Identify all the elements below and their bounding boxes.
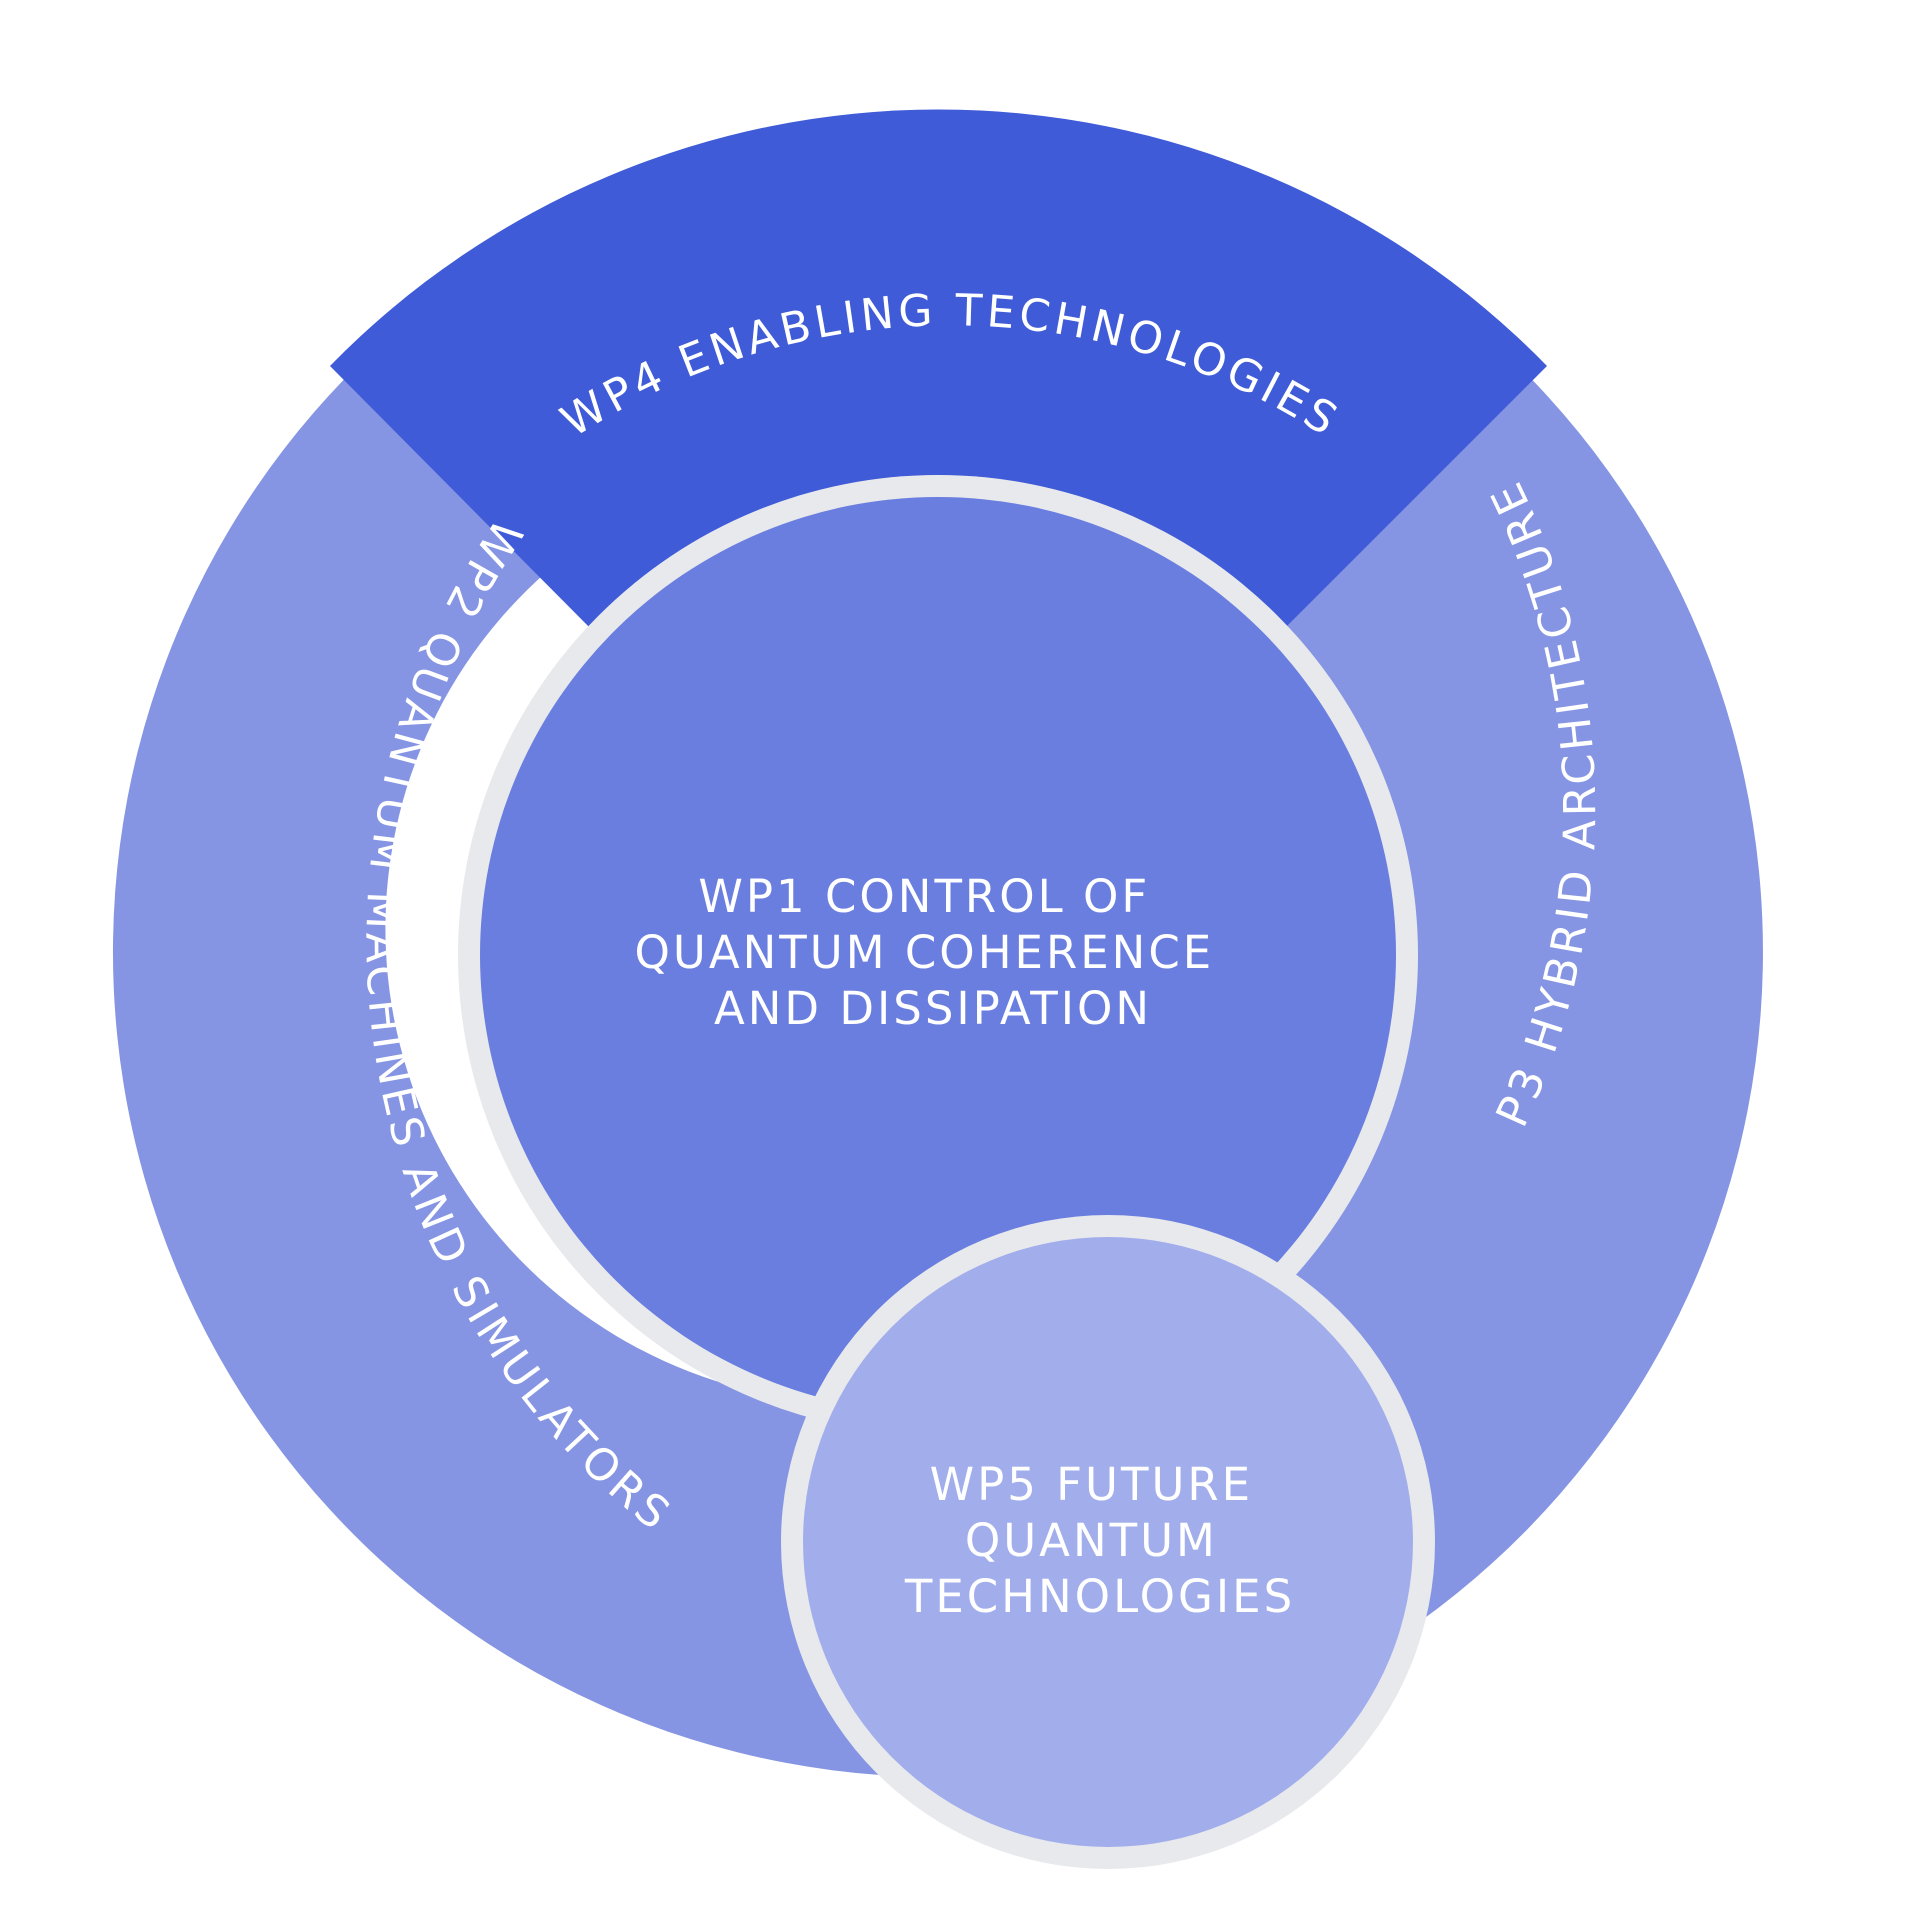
wp1-label: WP1 CONTROL OF QUANTUM COHERENCE AND DIS… — [635, 870, 1232, 1035]
wp5-label: WP5 FUTURE QUANTUM TECHNOLOGIES — [904, 1458, 1295, 1623]
wp1-label-line-2: QUANTUM COHERENCE — [635, 926, 1215, 979]
wp4-sector — [330, 109, 1547, 640]
wp1-label-line-1: WP1 CONTROL OF — [698, 870, 1150, 923]
wp5-circle — [803, 1237, 1413, 1847]
wp5-label-line-3: TECHNOLOGIES — [904, 1570, 1295, 1623]
wp1-circle — [480, 497, 1396, 1413]
wp5-label-line-1: WP5 FUTURE — [930, 1458, 1254, 1511]
wp1-label-line-3: AND DISSIPATION — [714, 982, 1152, 1035]
wp5-label-line-2: QUANTUM — [965, 1514, 1218, 1567]
